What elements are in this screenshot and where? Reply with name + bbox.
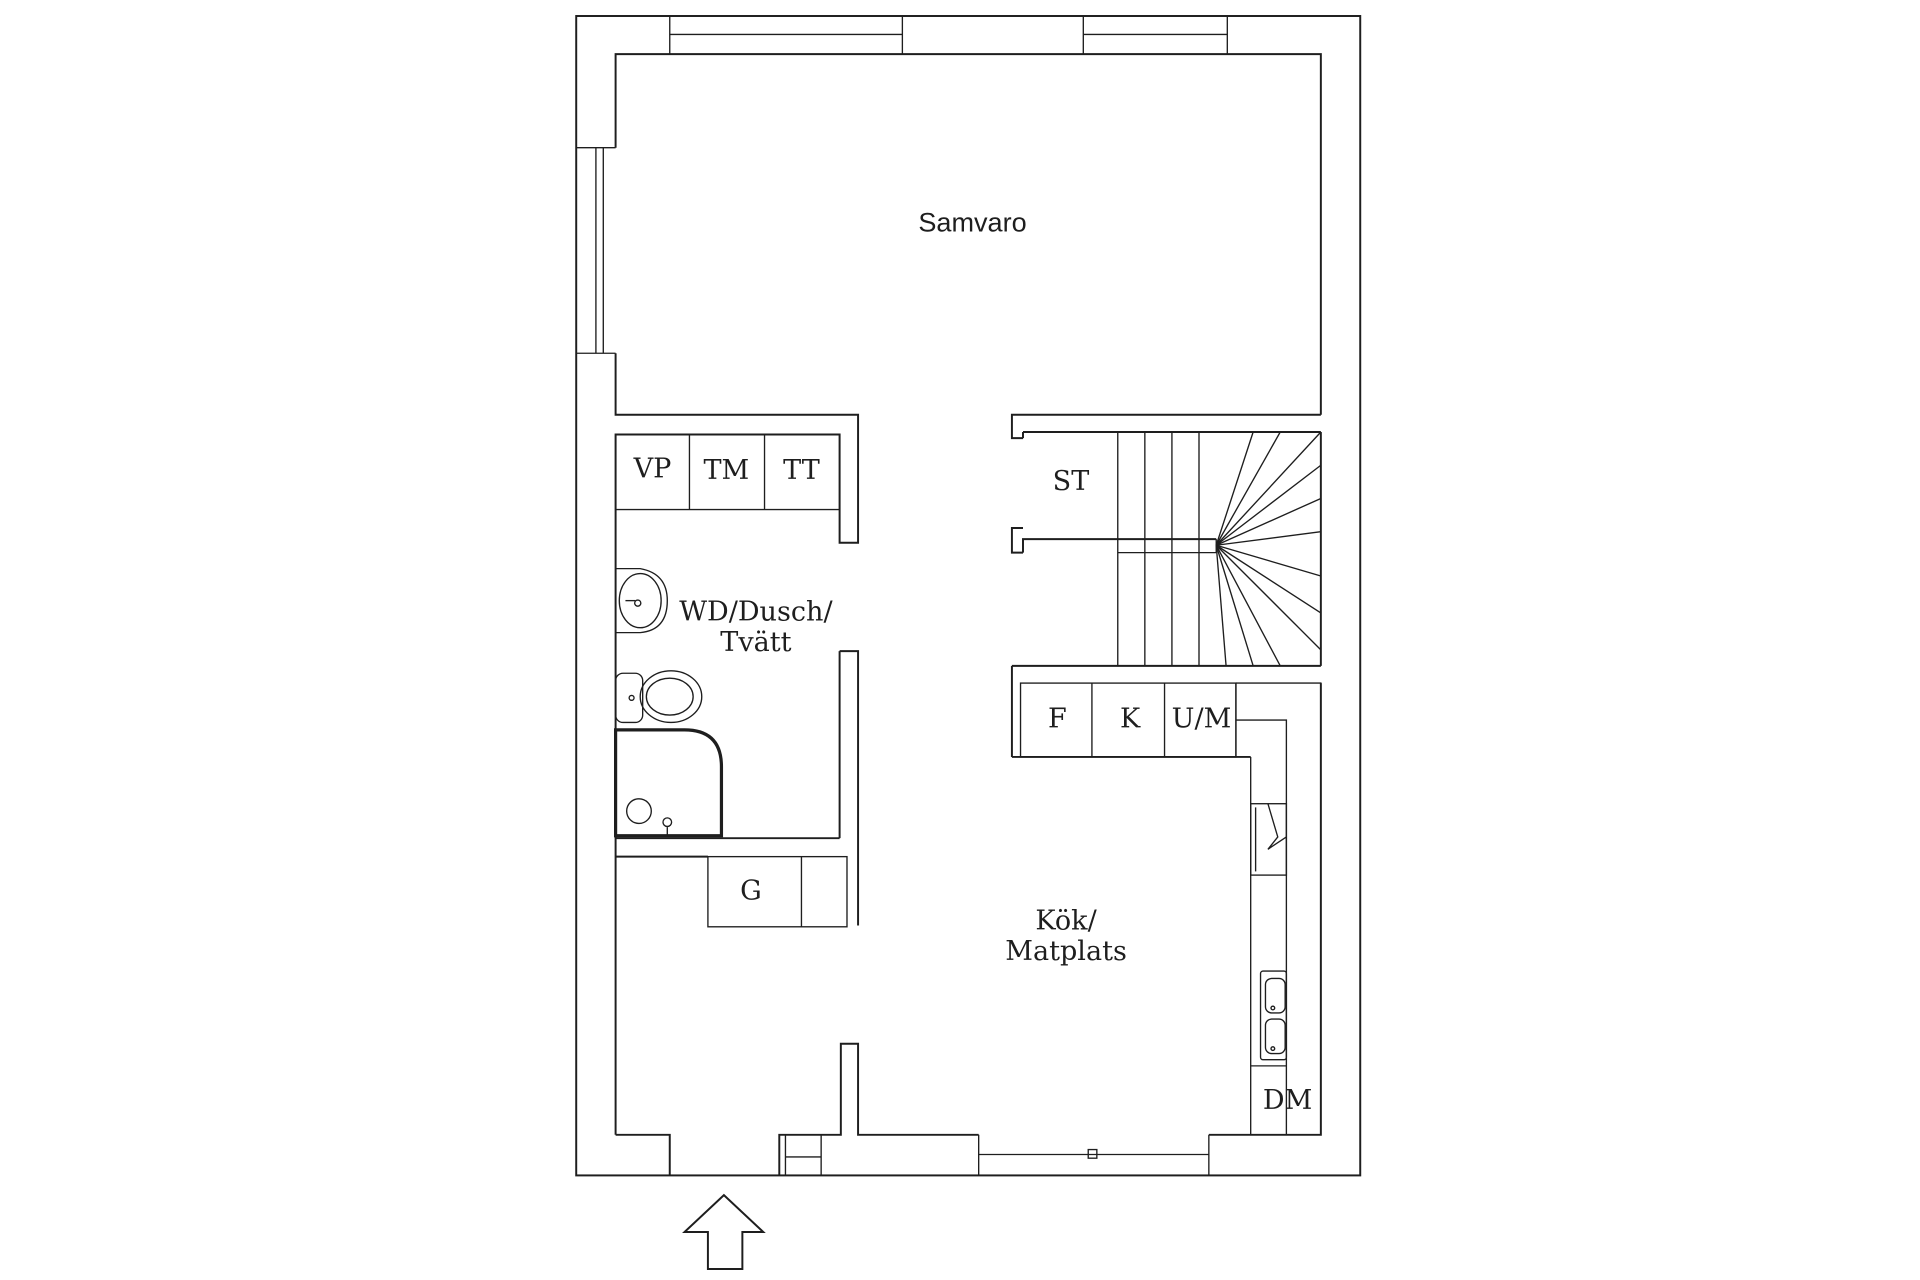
staircase-icon: [1117, 431, 1322, 667]
fixture-label-vp: VP: [633, 454, 672, 485]
window-top: [669, 16, 1228, 55]
room-label-wd-line1: WD/Dusch/: [679, 596, 833, 627]
fixture-label-g: G: [740, 876, 762, 907]
toilet-icon: [614, 670, 703, 724]
cabinet-row-vp-tm-tt: [614, 433, 841, 511]
entrance-arrow-icon: [682, 1193, 766, 1270]
fixture-label-st: ST: [1053, 466, 1090, 497]
cabinet-g: [707, 855, 848, 928]
kitchen-sink-icon: [1259, 970, 1288, 1061]
room-label-wd-line2: Tvätt: [720, 627, 791, 658]
exterior-walls: [575, 15, 1362, 1177]
entrance-door: [784, 1134, 822, 1176]
shower-icon: [613, 728, 724, 838]
stove-icon: [1250, 803, 1288, 876]
room-label-kok-line2: Matplats: [1005, 936, 1127, 967]
kitchen-counter: [1235, 682, 1322, 1135]
fixture-label-k: K: [1120, 703, 1141, 734]
fixture-label-um: U/M: [1172, 703, 1232, 734]
washbasin-icon: [615, 567, 668, 634]
bathroom-walls: [615, 650, 860, 926]
window-bottom: [978, 1134, 1210, 1176]
window-left: [576, 147, 616, 354]
fixture-label-f: F: [1048, 703, 1067, 734]
room-label-kok-line1: Kök/: [1035, 905, 1097, 936]
fixture-label-dm: DM: [1263, 1085, 1312, 1116]
fixture-label-tm: TM: [703, 455, 749, 486]
fixture-label-tt: TT: [783, 455, 820, 486]
room-label-samvaro: Samvaro: [918, 206, 1026, 237]
